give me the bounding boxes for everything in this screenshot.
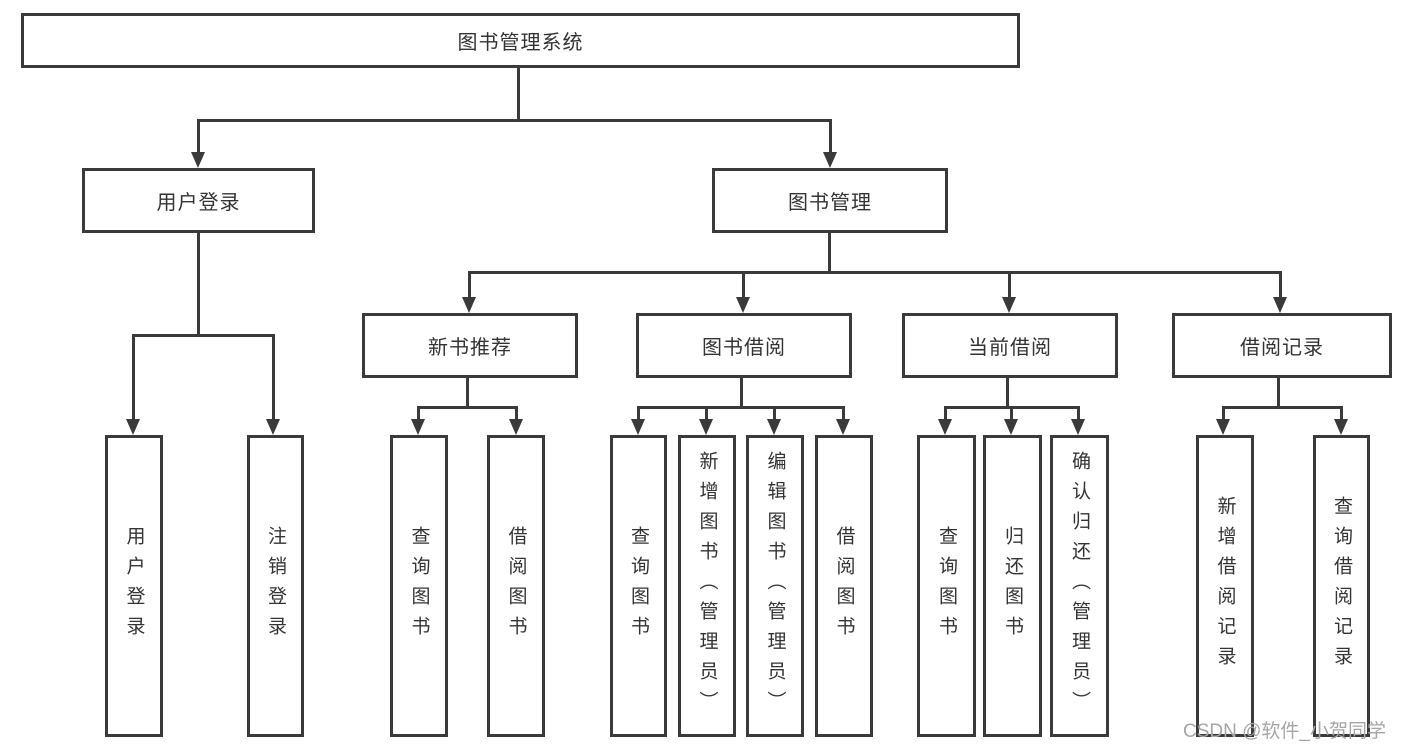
arrow-to-borrow-records xyxy=(1273,271,1287,313)
connector-records-bar xyxy=(1222,406,1342,409)
leaf-borrow-book-borrow: 借阅图书 xyxy=(815,435,873,737)
leaf-label: 注销登录 xyxy=(265,526,286,646)
leaf-label: 新增借阅记录 xyxy=(1214,496,1236,676)
node-book-management: 图书管理 xyxy=(712,168,948,233)
arrow-leaf-query-book-1 xyxy=(411,406,425,435)
leaf-return-book: 归还图书 xyxy=(983,435,1042,737)
connector-book-mgmt-stem xyxy=(828,233,831,274)
node-label: 图书管理 xyxy=(788,192,872,214)
node-label: 当前借阅 xyxy=(968,337,1052,359)
leaf-label: 用户登录 xyxy=(123,526,145,646)
leaf-logout: 注销登录 xyxy=(247,435,304,737)
node-label: 新书推荐 xyxy=(428,337,512,359)
leaf-add-borrow-record: 新增借阅记录 xyxy=(1196,435,1254,737)
node-label: 图书借阅 xyxy=(702,337,786,359)
arrow-leaf-query-book-2 xyxy=(631,406,645,435)
leaf-edit-book-admin: 编辑图书（管理员） xyxy=(746,435,804,737)
arrow-to-leaf-logout xyxy=(266,334,280,435)
leaf-query-book-recommend: 查询图书 xyxy=(390,435,448,737)
node-label: 图书管理系统 xyxy=(457,32,584,54)
arrow-leaf-borrow-book-1 xyxy=(509,406,523,435)
arrow-leaf-return-book xyxy=(1004,406,1018,435)
arrow-leaf-query-book-3 xyxy=(938,406,952,435)
leaf-label: 查询借阅记录 xyxy=(1331,496,1352,676)
leaf-label: 借阅图书 xyxy=(505,526,527,646)
arrow-to-book-borrow xyxy=(736,271,750,313)
arrow-to-current-borrow xyxy=(1002,271,1016,313)
leaf-query-borrow-record: 查询借阅记录 xyxy=(1313,435,1370,737)
leaf-label: 归还图书 xyxy=(1002,526,1023,646)
leaf-borrow-book-recommend: 借阅图书 xyxy=(487,435,545,737)
leaf-label: 查询图书 xyxy=(936,526,957,646)
connector-recommend-bar xyxy=(417,406,517,409)
node-current-borrow: 当前借阅 xyxy=(902,313,1118,378)
leaf-label: 确认归还（管理员） xyxy=(1069,451,1090,721)
arrow-leaf-query-record xyxy=(1334,406,1348,435)
connector-user-login-bar xyxy=(132,334,274,337)
node-user-login: 用户登录 xyxy=(82,168,315,233)
connector-borrow-stem xyxy=(740,378,743,409)
connector-level2-bar xyxy=(197,119,832,122)
leaf-user-login: 用户登录 xyxy=(105,435,163,737)
arrow-to-book-management xyxy=(823,119,837,168)
connector-borrow-bar xyxy=(637,406,843,409)
leaf-label: 编辑图书（管理员） xyxy=(764,451,786,721)
csdn-watermark: CSDN @软件_小贺同学 xyxy=(1183,721,1386,742)
node-new-book-recommend: 新书推荐 xyxy=(362,313,578,378)
leaf-query-book-current: 查询图书 xyxy=(917,435,976,737)
arrow-leaf-add-book xyxy=(699,406,713,435)
leaf-add-book-admin: 新增图书（管理员） xyxy=(678,435,736,737)
arrow-leaf-borrow-book-2 xyxy=(836,406,850,435)
leaf-label: 借阅图书 xyxy=(833,526,855,646)
arrow-leaf-edit-book xyxy=(767,406,781,435)
node-book-borrow: 图书借阅 xyxy=(636,313,852,378)
connector-recommend-stem xyxy=(466,378,469,409)
leaf-label: 新增图书（管理员） xyxy=(696,451,718,721)
arrow-to-new-book-recommend xyxy=(462,271,476,313)
node-borrow-records: 借阅记录 xyxy=(1172,313,1392,378)
leaf-label: 查询图书 xyxy=(628,526,649,646)
arrow-to-user-login xyxy=(191,119,205,168)
connector-root-stem xyxy=(517,68,520,122)
connector-records-stem xyxy=(1277,378,1280,409)
leaf-query-book-borrow: 查询图书 xyxy=(610,435,667,737)
node-label: 用户登录 xyxy=(156,192,241,214)
leaf-confirm-return-admin: 确认归还（管理员） xyxy=(1050,435,1109,737)
arrow-leaf-add-record xyxy=(1216,406,1230,435)
connector-level3-bar xyxy=(468,271,1281,274)
arrow-leaf-confirm-return xyxy=(1071,406,1085,435)
node-label: 借阅记录 xyxy=(1240,337,1324,359)
connector-user-login-stem xyxy=(197,233,200,337)
node-root-library-system: 图书管理系统 xyxy=(21,13,1020,68)
arrow-to-leaf-user-login xyxy=(126,334,140,435)
leaf-label: 查询图书 xyxy=(408,526,430,646)
connector-current-stem xyxy=(1006,378,1009,409)
